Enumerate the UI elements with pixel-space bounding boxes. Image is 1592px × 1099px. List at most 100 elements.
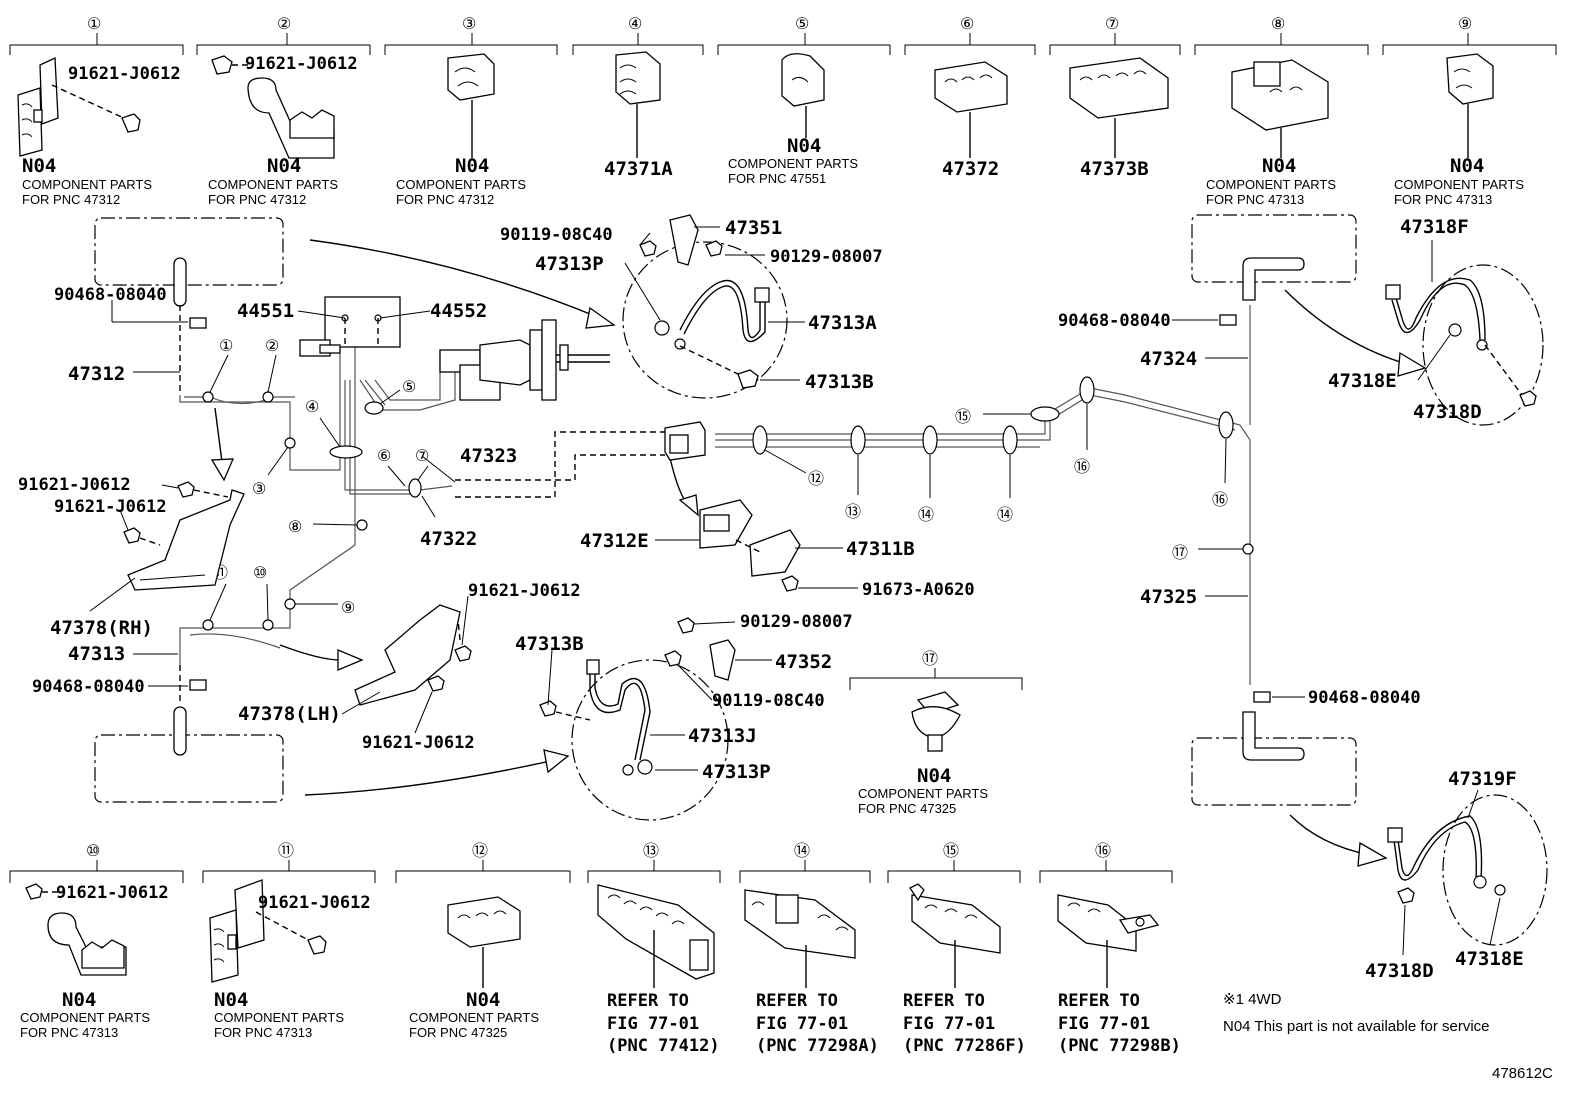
callout-5: ⑤ xyxy=(402,379,416,396)
clamp-ellipses xyxy=(329,376,1234,498)
header-5-n04: N04 xyxy=(787,135,821,157)
footer-15-ref1: REFER TO xyxy=(903,991,985,1011)
footer-10-part-label: 91621-J0612 xyxy=(56,883,169,903)
callout-16b: ⑯ xyxy=(1212,491,1228,509)
label-44552: 44552 xyxy=(430,300,487,322)
header-9-number: ⑨ xyxy=(1458,16,1472,33)
callout-13: ⑬ xyxy=(845,503,861,521)
label-91621-J0612-a: 91621-J0612 xyxy=(18,475,131,495)
footer-14-number: ⑭ xyxy=(794,842,810,860)
header-1-desc2: FOR PNC 47312 xyxy=(22,192,120,207)
header-6-number: ⑥ xyxy=(960,16,974,33)
callout-6: ⑥ xyxy=(377,448,391,465)
label-44551: 44551 xyxy=(237,300,294,322)
footer-16-ref3: (PNC 77298B) xyxy=(1058,1036,1181,1056)
header-4-number: ④ xyxy=(628,16,642,33)
footer-15-number: ⑮ xyxy=(943,842,959,860)
label-90468-08040-a: 90468-08040 xyxy=(54,285,167,305)
header-6-part-label: 47372 xyxy=(942,158,999,180)
clamp-17-desc2: FOR PNC 47325 xyxy=(858,801,956,816)
label-90468-08040-d: 90468-08040 xyxy=(1308,688,1421,708)
footer-12-clamp-icon xyxy=(447,896,521,988)
footer-12-desc1: COMPONENT PARTS xyxy=(409,1010,539,1025)
callout-4: ④ xyxy=(305,399,319,416)
callout-2: ② xyxy=(265,338,279,355)
footer-10-bracket-icon xyxy=(25,883,127,976)
label-91621-J0612-b: 91621-J0612 xyxy=(54,497,167,517)
abs-actuator-icon xyxy=(299,296,401,357)
hose-47313j-icon xyxy=(539,659,653,776)
header-4-clamp-icon xyxy=(615,51,661,158)
header-1-clamp-bracket-icon xyxy=(17,57,141,157)
label-47318E-b: 47318E xyxy=(1455,948,1524,970)
callout-15: ⑮ xyxy=(955,408,971,426)
header-5-desc2: FOR PNC 47551 xyxy=(728,171,826,186)
rear-left-hose-detail xyxy=(1442,794,1548,946)
header-3-desc2: FOR PNC 47312 xyxy=(396,192,494,207)
callout-1: ① xyxy=(219,338,233,355)
footer-10-desc1: COMPONENT PARTS xyxy=(20,1010,150,1025)
hose-47313a-icon xyxy=(654,279,770,350)
rear-left-wheel-area xyxy=(1191,737,1357,806)
callout-3: ③ xyxy=(252,481,266,498)
header-2-number: ② xyxy=(277,16,291,33)
callout-12: ⑫ xyxy=(808,470,824,488)
footer-10-number: ⑩ xyxy=(86,843,100,860)
label-47313A: 47313A xyxy=(808,312,877,334)
header-5-desc1: COMPONENT PARTS xyxy=(728,156,858,171)
bracket-47312e-icon xyxy=(699,499,753,549)
header-7-part-label: 47373B xyxy=(1080,158,1149,180)
footer-16-number: ⑯ xyxy=(1095,842,1111,860)
hose-47319f-icon xyxy=(1387,815,1506,904)
callout-14a: ⑭ xyxy=(918,506,934,524)
label-90468-08040-c: 90468-08040 xyxy=(1058,311,1171,331)
header-9-desc1: COMPONENT PARTS xyxy=(1394,177,1524,192)
bracket-47351-icon xyxy=(639,214,723,266)
hose-47318f-icon xyxy=(1385,277,1537,407)
label-47312E: 47312E xyxy=(580,530,649,552)
label-90129-08007-a: 90129-08007 xyxy=(770,247,883,267)
clamp-17-number: ⑰ xyxy=(922,650,938,668)
header-brackets xyxy=(9,33,1557,55)
footer-13-ref1: REFER TO xyxy=(607,991,689,1011)
footer-13-clamp-icon xyxy=(597,884,715,988)
label-47324: 47324 xyxy=(1140,348,1197,370)
footer-11-number: ⑪ xyxy=(278,842,294,860)
footer-14-ref2: FIG 77-01 xyxy=(756,1014,848,1034)
header-9-clip-icon xyxy=(1446,53,1494,158)
footer-brackets xyxy=(9,860,1173,883)
footer-11-clamp-bracket-icon xyxy=(209,879,327,983)
label-90468-08040-b: 90468-08040 xyxy=(32,677,145,697)
header-3-n04: N04 xyxy=(455,155,489,177)
header-6-clamp-icon xyxy=(934,61,1008,158)
label-90119-08C40-b: 90119-08C40 xyxy=(712,691,825,711)
footer-14-ref3: (PNC 77298A) xyxy=(756,1036,879,1056)
header-3-clip-icon xyxy=(447,53,495,158)
label-91621-J0612-d: 91621-J0612 xyxy=(362,733,475,753)
label-47319F: 47319F xyxy=(1448,768,1517,790)
label-47378rh: 47378(RH) xyxy=(50,617,153,639)
footer-14-clamp-icon xyxy=(744,889,856,988)
label-47318D-a: 47318D xyxy=(1413,401,1482,423)
label-47322: 47322 xyxy=(420,528,477,550)
header-numbers: ① ② ③ ④ ⑤ ⑥ ⑦ ⑧ ⑨ xyxy=(87,16,1472,33)
bracket-47378rh-icon xyxy=(123,481,245,591)
label-47313P-a: 47313P xyxy=(535,253,604,275)
front-left-wheel-area xyxy=(94,734,284,803)
header-8-n04: N04 xyxy=(1262,155,1296,177)
footer-16-clamp-icon xyxy=(1057,894,1160,988)
rear-right-hose-detail xyxy=(1422,264,1544,426)
label-47311B: 47311B xyxy=(846,538,915,560)
callout-14b: ⑭ xyxy=(997,506,1013,524)
footer-13-number: ⑬ xyxy=(643,842,659,860)
footer-12-n04: N04 xyxy=(466,989,500,1011)
header-4-part-label: 47371A xyxy=(604,158,673,180)
callout-leaders xyxy=(209,354,1243,621)
clamp-17-n04: N04 xyxy=(917,765,951,787)
footer-13-ref2: FIG 77-01 xyxy=(607,1014,699,1034)
front-left-hose-detail xyxy=(571,659,729,821)
header-2-part-label: 91621-J0612 xyxy=(245,54,358,74)
callout-9: ⑨ xyxy=(341,600,355,617)
callout-10: ⑩ xyxy=(253,565,267,582)
rear-junction-icon xyxy=(664,421,706,461)
